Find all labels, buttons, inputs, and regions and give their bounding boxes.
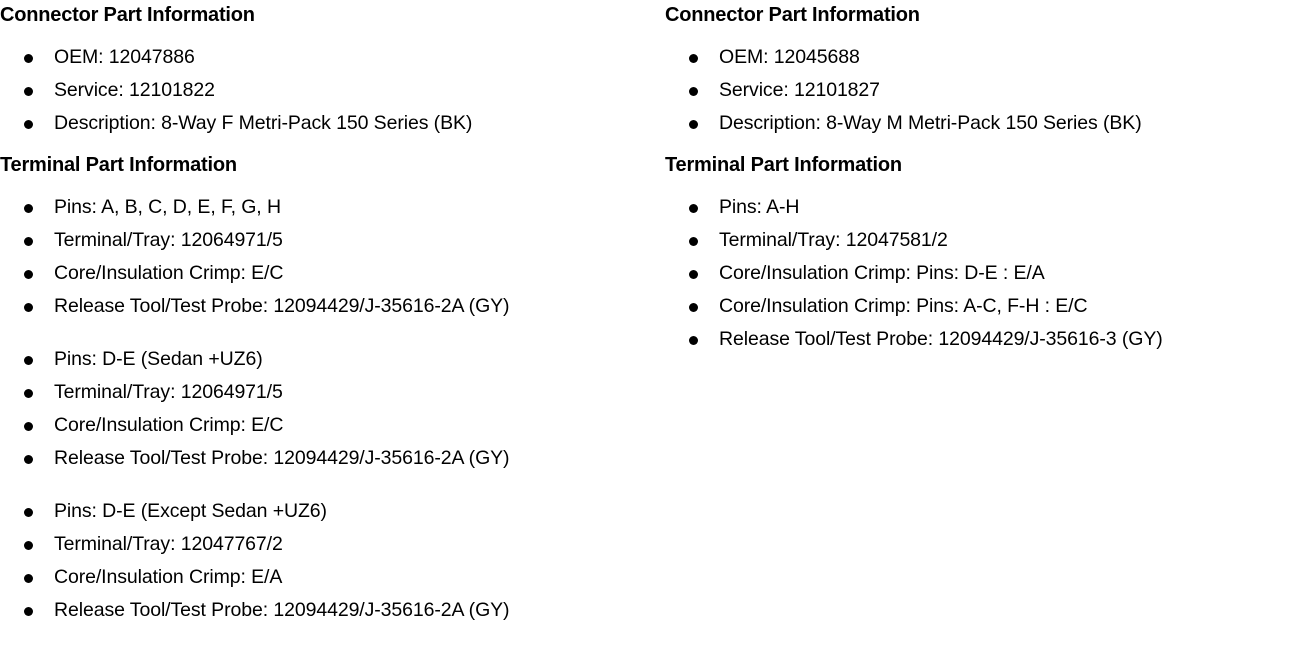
bullet-icon: [689, 120, 698, 129]
bullet-icon: [24, 574, 33, 583]
list-item: Service: 12101822: [0, 74, 648, 107]
bullet-icon: [689, 87, 698, 96]
bullet-icon: [24, 607, 33, 616]
list-item: Core/Insulation Crimp: E/C: [0, 257, 648, 290]
terminal-part-information-header: Terminal Part Information: [0, 154, 237, 176]
list-item: Description: 8-Way M Metri-Pack 150 Seri…: [665, 107, 1312, 140]
terminal-part-list-group-1: Pins: A, B, C, D, E, F, G, H Terminal/Tr…: [0, 191, 648, 323]
list-item-label: Core/Insulation Crimp: Pins: A-C, F-H : …: [719, 295, 1088, 317]
list-item: Pins: D-E (Except Sedan +UZ6): [0, 495, 648, 528]
list-item: Release Tool/Test Probe: 12094429/J-3561…: [0, 442, 648, 475]
list-item-label: Core/Insulation Crimp: Pins: D-E : E/A: [719, 262, 1045, 284]
bullet-icon: [24, 422, 33, 431]
list-item: Service: 12101827: [665, 74, 1312, 107]
list-item: Pins: A, B, C, D, E, F, G, H: [0, 191, 648, 224]
terminal-part-information-header: Terminal Part Information: [665, 154, 902, 176]
bullet-icon: [24, 237, 33, 246]
list-item-label: Service: 12101827: [719, 79, 880, 101]
list-item-label: Core/Insulation Crimp: E/C: [54, 414, 284, 436]
list-item-label: Terminal/Tray: 12047581/2: [719, 229, 948, 251]
bullet-icon: [689, 54, 698, 63]
bullet-icon: [24, 120, 33, 129]
bullet-icon: [24, 54, 33, 63]
list-item: Release Tool/Test Probe: 12094429/J-3561…: [0, 594, 648, 627]
list-item-label: Release Tool/Test Probe: 12094429/J-3561…: [54, 599, 510, 621]
list-item-label: Pins: A-H: [719, 196, 800, 218]
list-item: Core/Insulation Crimp: Pins: A-C, F-H : …: [665, 290, 1312, 323]
list-item-label: Core/Insulation Crimp: E/A: [54, 566, 283, 588]
bullet-icon: [689, 336, 698, 345]
connector-part-information-header: Connector Part Information: [665, 4, 920, 26]
bullet-icon: [24, 204, 33, 213]
list-item: Core/Insulation Crimp: E/A: [0, 561, 648, 594]
column-right: Connector Part Information OEM: 12045688…: [665, 0, 1312, 356]
bullet-icon: [24, 455, 33, 464]
list-item: OEM: 12047886: [0, 41, 648, 74]
list-item-label: Terminal/Tray: 12047767/2: [54, 533, 283, 555]
list-item-label: Pins: A, B, C, D, E, F, G, H: [54, 196, 281, 218]
list-item: Terminal/Tray: 12047767/2: [0, 528, 648, 561]
list-item-label: Description: 8-Way F Metri-Pack 150 Seri…: [54, 112, 473, 134]
column-left: Connector Part Information OEM: 12047886…: [0, 0, 648, 627]
list-item: Core/Insulation Crimp: Pins: D-E : E/A: [665, 257, 1312, 290]
list-item: Description: 8-Way F Metri-Pack 150 Seri…: [0, 107, 648, 140]
terminal-part-list-group-2: Pins: D-E (Sedan +UZ6) Terminal/Tray: 12…: [0, 343, 648, 475]
bullet-icon: [689, 270, 698, 279]
connector-part-list: OEM: 12047886 Service: 12101822 Descript…: [0, 41, 648, 140]
connector-part-list: OEM: 12045688 Service: 12101827 Descript…: [665, 41, 1312, 140]
list-item-label: Release Tool/Test Probe: 12094429/J-3561…: [54, 295, 510, 317]
bullet-icon: [24, 541, 33, 550]
list-item: Release Tool/Test Probe: 12094429/J-3561…: [665, 323, 1312, 356]
list-item: Terminal/Tray: 12064971/5: [0, 376, 648, 409]
terminal-part-list-group-1: Pins: A-H Terminal/Tray: 12047581/2 Core…: [665, 191, 1312, 356]
bullet-icon: [24, 356, 33, 365]
list-item: Pins: A-H: [665, 191, 1312, 224]
bullet-icon: [689, 303, 698, 312]
bullet-icon: [689, 204, 698, 213]
list-item-label: Core/Insulation Crimp: E/C: [54, 262, 284, 284]
list-item-label: Terminal/Tray: 12064971/5: [54, 381, 283, 403]
list-item-label: Pins: D-E (Sedan +UZ6): [54, 348, 263, 370]
list-item-label: Pins: D-E (Except Sedan +UZ6): [54, 500, 327, 522]
list-item-label: Service: 12101822: [54, 79, 215, 101]
bullet-icon: [24, 87, 33, 96]
list-item: Release Tool/Test Probe: 12094429/J-3561…: [0, 290, 648, 323]
list-item-label: Release Tool/Test Probe: 12094429/J-3561…: [54, 447, 510, 469]
list-item-label: Release Tool/Test Probe: 12094429/J-3561…: [719, 328, 1163, 350]
bullet-icon: [24, 270, 33, 279]
list-item: Terminal/Tray: 12047581/2: [665, 224, 1312, 257]
list-item-label: Terminal/Tray: 12064971/5: [54, 229, 283, 251]
list-item: Terminal/Tray: 12064971/5: [0, 224, 648, 257]
list-item: OEM: 12045688: [665, 41, 1312, 74]
list-item-label: Description: 8-Way M Metri-Pack 150 Seri…: [719, 112, 1142, 134]
bullet-icon: [24, 508, 33, 517]
list-item: Core/Insulation Crimp: E/C: [0, 409, 648, 442]
terminal-part-list-group-3: Pins: D-E (Except Sedan +UZ6) Terminal/T…: [0, 495, 648, 627]
bullet-icon: [24, 389, 33, 398]
list-item: Pins: D-E (Sedan +UZ6): [0, 343, 648, 376]
bullet-icon: [689, 237, 698, 246]
connector-part-information-header: Connector Part Information: [0, 4, 255, 26]
bullet-icon: [24, 303, 33, 312]
list-item-label: OEM: 12047886: [54, 46, 195, 68]
list-item-label: OEM: 12045688: [719, 46, 860, 68]
